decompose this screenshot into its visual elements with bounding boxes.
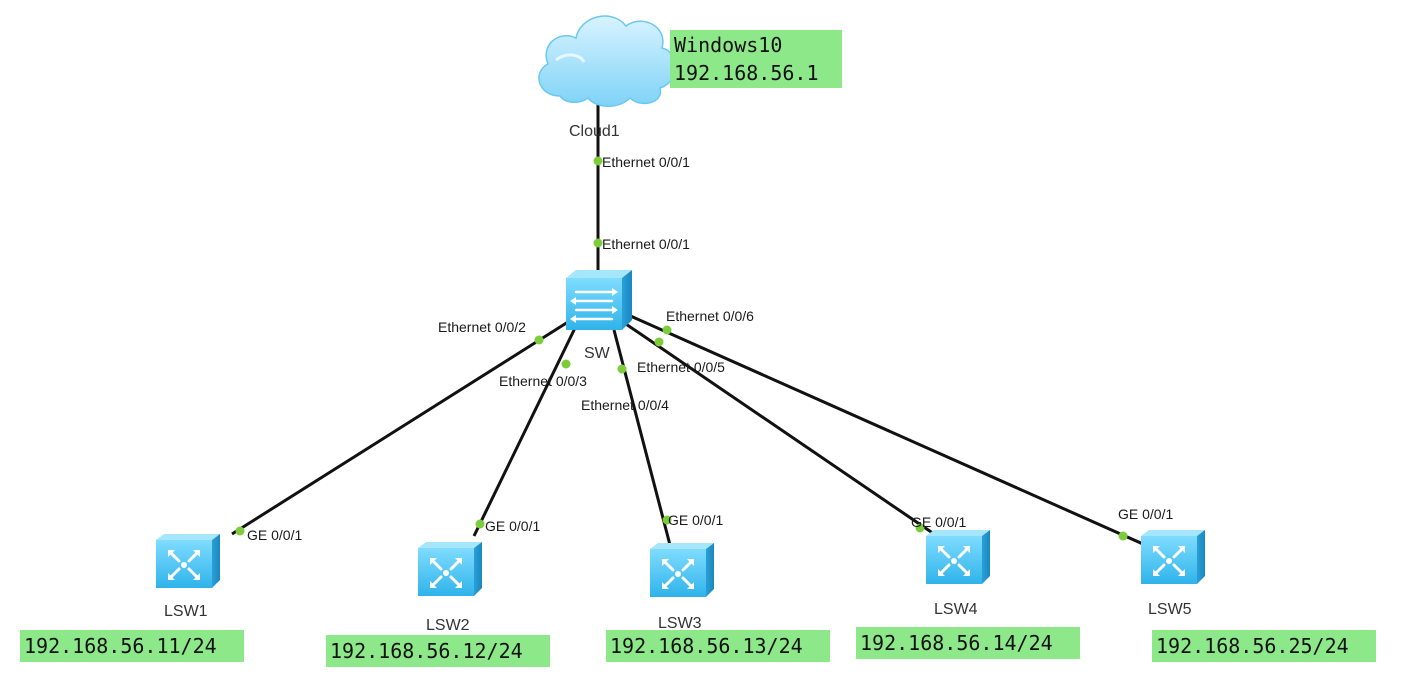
lsw3-label: LSW3 <box>658 615 702 632</box>
host-note-ip: 192.168.56.1 <box>674 61 819 85</box>
lsw5-port-label: GE 0/0/1 <box>1118 506 1173 522</box>
lsw4-port-label: GE 0/0/1 <box>911 514 966 530</box>
host-note: Windows10 192.168.56.1 <box>670 30 842 88</box>
port-dot-sw-p6[interactable] <box>662 325 672 335</box>
port-dots <box>235 156 1128 541</box>
lsw4-ip-box: 192.168.56.14/24 <box>856 627 1080 659</box>
lsw3-port-label: GE 0/0/1 <box>668 512 723 528</box>
lsw1-switch-icon[interactable] <box>154 532 222 590</box>
host-note-name: Windows10 <box>674 33 783 57</box>
link-sw-lsw4[interactable] <box>619 318 941 540</box>
cloud-label: Cloud1 <box>569 123 620 140</box>
lsw1-ip-box: 192.168.56.11/24 <box>20 630 244 662</box>
port-dot-sw-p4[interactable] <box>617 364 627 374</box>
sw-port-3-label: Ethernet 0/0/3 <box>499 373 587 389</box>
port-dot-sw-p3[interactable] <box>561 359 571 369</box>
sw-port-6-label: Ethernet 0/0/6 <box>666 308 754 324</box>
sw-port-5-label: Ethernet 0/0/5 <box>637 359 725 375</box>
lsw2-label: LSW2 <box>426 617 470 634</box>
lsw3-ip-box: 192.168.56.13/24 <box>606 630 830 662</box>
sw-port-2-label: Ethernet 0/0/2 <box>438 319 526 335</box>
port-dot-cloud[interactable] <box>593 156 603 166</box>
port-dot-sw-p2[interactable] <box>534 335 544 345</box>
port-dot-lsw3[interactable] <box>662 515 672 525</box>
sw-port-up-label: Ethernet 0/0/1 <box>602 236 690 252</box>
lsw2-ip-box: 192.168.56.12/24 <box>326 635 550 667</box>
port-dot-lsw5[interactable] <box>1118 531 1128 541</box>
cloud-port-label: Ethernet 0/0/1 <box>602 154 690 170</box>
lsw5-label: LSW5 <box>1148 601 1192 618</box>
lsw2-port-label: GE 0/0/1 <box>485 518 540 534</box>
core-switch-label: SW <box>584 345 611 362</box>
cloud-icon[interactable] <box>538 15 676 107</box>
port-dot-sw-up[interactable] <box>593 238 603 248</box>
port-dot-lsw2[interactable] <box>475 519 485 529</box>
lsw5-ip-box: 192.168.56.25/24 <box>1152 630 1376 662</box>
link-sw-lsw5[interactable] <box>625 312 1153 550</box>
link-sw-lsw2[interactable] <box>472 325 578 537</box>
link-sw-lsw1[interactable] <box>231 320 569 536</box>
lsw1-port-label: GE 0/0/1 <box>247 527 302 543</box>
core-switch-icon[interactable] <box>566 270 632 330</box>
sw-port-4-label: Ethernet 0/0/4 <box>581 397 669 413</box>
lsw4-label: LSW4 <box>934 601 978 618</box>
port-dot-lsw1[interactable] <box>235 526 245 536</box>
lsw4-switch-icon[interactable] <box>924 528 992 586</box>
port-dot-lsw4[interactable] <box>915 523 925 533</box>
lsw5-switch-icon[interactable] <box>1139 528 1207 586</box>
lsw3-switch-icon[interactable] <box>648 541 716 599</box>
lsw1-label: LSW1 <box>164 603 208 620</box>
port-dot-sw-p5[interactable] <box>654 337 664 347</box>
links <box>231 104 1153 550</box>
lsw2-switch-icon[interactable] <box>416 540 484 598</box>
